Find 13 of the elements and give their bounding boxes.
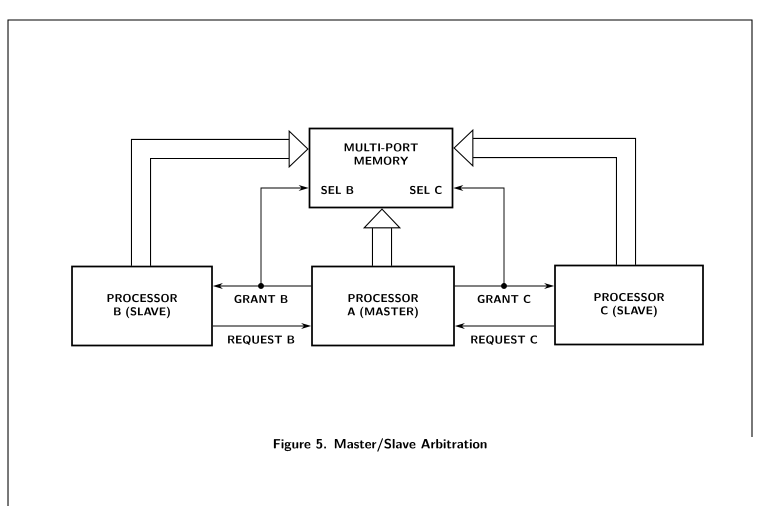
processor-box: PROCESSOR B (SLAVE) (71, 266, 213, 346)
edge-label: REQUEST C (468, 334, 540, 346)
figure-caption: Figure 5. Master/Slave Arbitration (274, 438, 487, 452)
processor-box: PROCESSOR A (MASTER) (311, 266, 455, 346)
processor-box: PROCESSOR C (SLAVE) (554, 264, 704, 346)
edge-label: GRANT B (232, 294, 290, 304)
port-label: SEL B (321, 186, 354, 194)
edge-label: REQUEST B (226, 334, 296, 346)
port-label: SEL C (410, 186, 442, 194)
arrow (260, 184, 312, 286)
memory-box (308, 128, 454, 208)
memory-title: MULTI-PORT MEMORY (344, 143, 418, 165)
edge-label: GRANT C (476, 294, 532, 304)
